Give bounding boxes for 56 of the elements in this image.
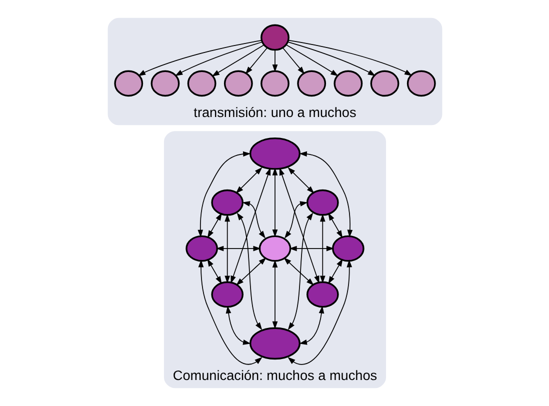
- arrow: [272, 260, 278, 330]
- arrow: [278, 168, 319, 284]
- arrow: [272, 50, 278, 72]
- node-circle: [210, 189, 244, 216]
- arrow: [328, 258, 342, 284]
- node-circle: [114, 70, 143, 97]
- node-circle: [406, 70, 436, 97]
- arrow: [206, 212, 222, 238]
- arrow: [198, 260, 262, 365]
- node-circle: [260, 70, 289, 97]
- node-circle: [260, 24, 289, 51]
- arrow: [244, 47, 268, 74]
- arrow: [319, 214, 325, 284]
- node-circle: [306, 281, 338, 308]
- arrow: [298, 306, 324, 345]
- arrow: [298, 151, 352, 238]
- arrow: [174, 42, 262, 76]
- arrow: [285, 44, 338, 76]
- arrow: [236, 212, 262, 330]
- arrow: [288, 246, 334, 252]
- node-circle: [150, 70, 180, 97]
- node-circle: [210, 281, 244, 308]
- node-circle: [370, 70, 399, 97]
- node-circle: [306, 189, 338, 216]
- arrow: [137, 40, 262, 76]
- node-circle: [333, 70, 362, 97]
- node-circle: [223, 70, 252, 97]
- arrow: [225, 306, 250, 345]
- arrow: [287, 260, 352, 365]
- arrow: [284, 201, 308, 238]
- arrow: [282, 47, 304, 74]
- arrow: [206, 258, 222, 284]
- arrow: [287, 167, 314, 194]
- cluster: Comunicación: muchos a muchos: [163, 131, 386, 388]
- arrow: [328, 212, 342, 238]
- arrow: [215, 246, 260, 252]
- arrow: [235, 167, 262, 194]
- node-circle: [258, 235, 291, 262]
- arrow: [236, 257, 266, 286]
- node-circle: [248, 137, 300, 170]
- arrow: [230, 168, 270, 284]
- arrow: [283, 257, 314, 286]
- arrow: [224, 214, 230, 284]
- arrow: [211, 44, 264, 76]
- arrow: [242, 201, 266, 238]
- arrow: [286, 41, 376, 76]
- arrow: [288, 40, 412, 76]
- node-circle: [248, 327, 300, 360]
- arrow: [197, 151, 250, 238]
- arrow: [272, 168, 278, 238]
- node-circle: [332, 235, 364, 262]
- node-circle: [185, 235, 218, 262]
- node-circle: [186, 70, 216, 97]
- cluster: transmisión: uno a muchos: [107, 18, 442, 126]
- node-circle: [296, 70, 326, 97]
- arrow: [287, 212, 313, 330]
